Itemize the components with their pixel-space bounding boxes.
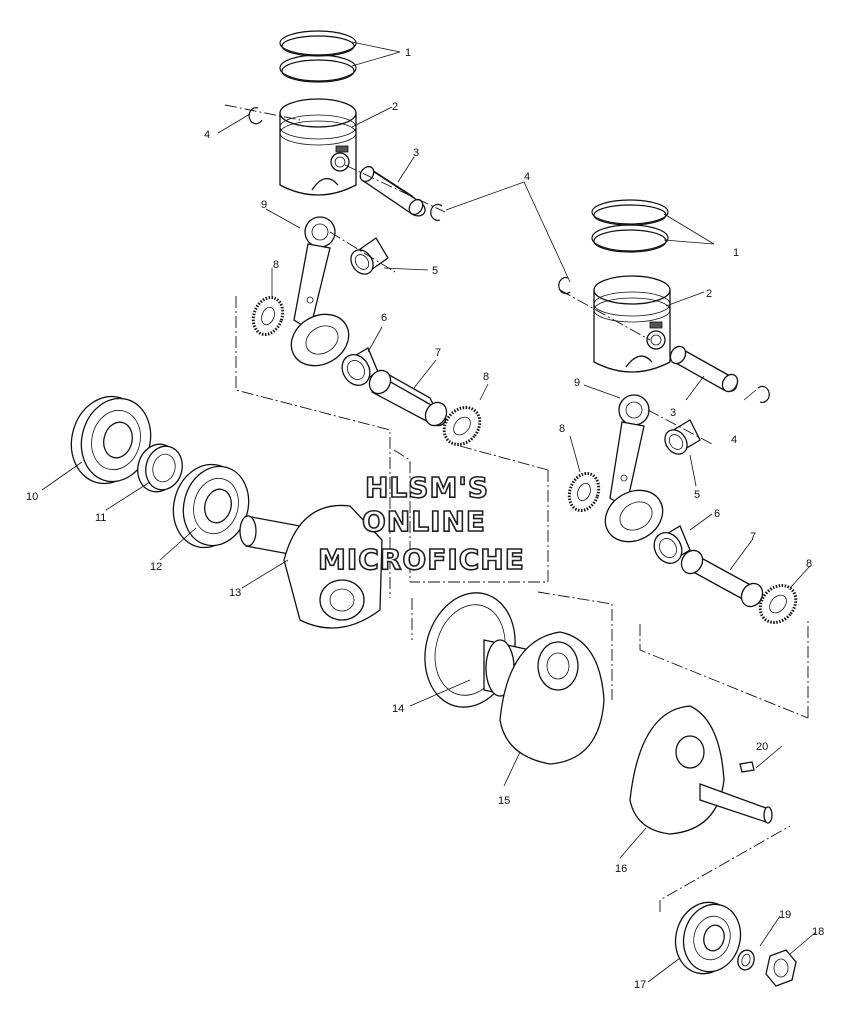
main-bearing-17 [674, 901, 742, 975]
callouts: 1 2 3 4 4 9 5 8 6 7 8 10 11 12 13 14 15 … [26, 47, 824, 991]
lock-washer-19 [737, 949, 755, 971]
piston-pin-right [669, 345, 739, 393]
callout-4: 4 [524, 171, 530, 183]
assembly-lines [224, 104, 809, 912]
callout-9: 9 [574, 377, 580, 389]
watermark-line-1: HLSM'S [365, 471, 489, 504]
callout-8: 8 [806, 558, 812, 570]
callout-4: 4 [204, 129, 210, 141]
thrust-washer-right-2 [758, 584, 798, 624]
callout-16: 16 [615, 863, 627, 875]
callout-6: 6 [381, 312, 387, 324]
callout-1: 1 [405, 47, 411, 59]
piston-pin-left [359, 165, 426, 217]
callout-5: 5 [694, 489, 700, 501]
callout-14: 14 [392, 703, 404, 715]
crank-pin-left [368, 369, 448, 427]
crankshaft-web-15 [499, 631, 605, 765]
callout-6: 6 [714, 508, 720, 520]
key-20 [739, 761, 755, 773]
callout-5: 5 [432, 265, 438, 277]
bushing-11 [137, 443, 183, 493]
main-bearing-12 [172, 463, 250, 549]
callout-8: 8 [559, 423, 565, 435]
nut-18 [765, 949, 797, 987]
crankshaft-half-13 [239, 504, 383, 629]
callout-7: 7 [435, 347, 441, 359]
watermark-line-2: ONLINE [362, 505, 486, 538]
callout-8: 8 [273, 259, 279, 271]
thrust-washer-right-1 [567, 472, 601, 512]
callout-18: 18 [812, 926, 824, 938]
callout-1: 1 [733, 247, 739, 259]
crank-pin-right [680, 549, 764, 608]
callout-12: 12 [150, 561, 162, 573]
piston-left [279, 98, 357, 196]
leader-lines [41, 41, 817, 983]
callout-2: 2 [392, 101, 398, 113]
callout-3: 3 [413, 147, 419, 159]
callout-8: 8 [483, 371, 489, 383]
callout-9: 9 [261, 199, 267, 211]
callout-13: 13 [229, 587, 241, 599]
thrust-washer-left-1 [251, 296, 285, 336]
connecting-rod-left [290, 216, 350, 367]
callout-17: 17 [634, 979, 646, 991]
callout-7: 7 [750, 531, 756, 543]
piston-rings-right [591, 199, 669, 253]
crankshaft-half-16 [629, 705, 773, 835]
needle-bearing-small-right [664, 419, 701, 455]
callout-10: 10 [26, 491, 38, 503]
needle-bearing-small-left [350, 237, 389, 275]
main-bearing-10 [70, 395, 152, 485]
piston-rings-left [279, 30, 357, 83]
callout-15: 15 [498, 795, 510, 807]
circlip-left [248, 107, 263, 125]
circlip-right-1 [558, 277, 571, 295]
callout-20: 20 [756, 741, 768, 753]
callout-3: 3 [670, 407, 676, 419]
watermark-line-3: MICROFICHE [318, 543, 525, 576]
callout-4: 4 [731, 434, 737, 446]
thrust-washer-left-2 [442, 406, 482, 446]
piston-right [593, 275, 671, 373]
circlip-mid [430, 203, 443, 221]
needle-bearing-big-right [653, 525, 691, 564]
callout-19: 19 [779, 909, 791, 921]
callout-2: 2 [706, 288, 712, 300]
circlip-right-2 [757, 385, 770, 403]
callout-11: 11 [95, 512, 106, 524]
connecting-rod-right [604, 394, 664, 543]
